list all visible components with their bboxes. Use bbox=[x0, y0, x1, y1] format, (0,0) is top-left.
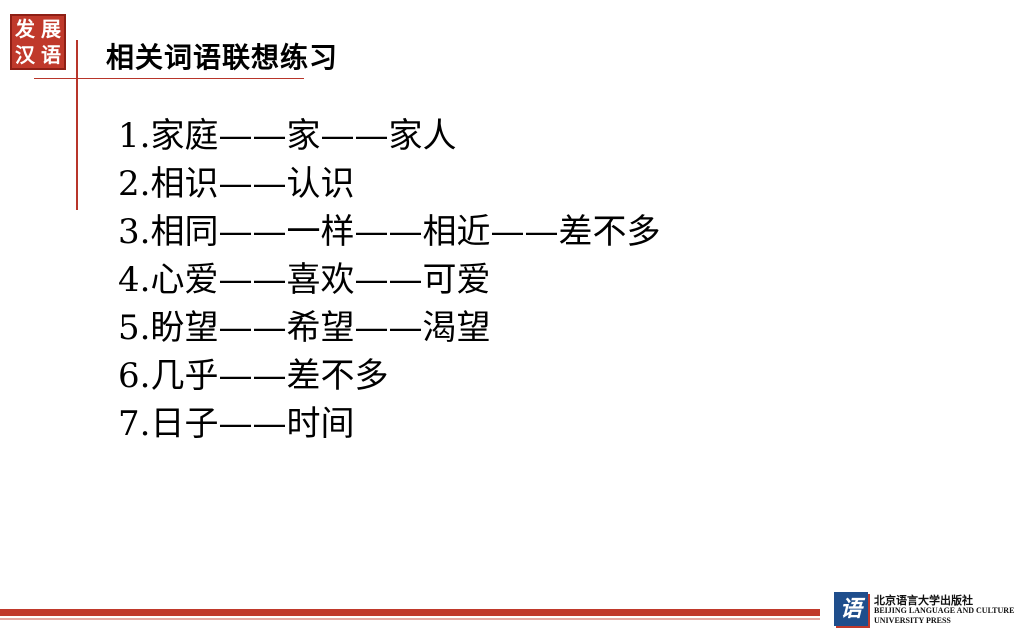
list-item: 5.盼望——希望——渴望 bbox=[118, 308, 491, 348]
logo-char: 展 bbox=[41, 17, 61, 41]
logo-char: 语 bbox=[41, 43, 61, 67]
list-item: 7.日子——时间 bbox=[118, 404, 355, 444]
list-item: 1.家庭——家——家人 bbox=[118, 116, 457, 156]
list-item: 6.几乎——差不多 bbox=[118, 356, 389, 396]
page-title: 相关词语联想练习 bbox=[106, 41, 339, 74]
logo-char: 发 bbox=[15, 17, 35, 41]
publisher-logo: 语 北京语言大学出版社 BEIJING LANGUAGE AND CULTURE… bbox=[834, 592, 1020, 634]
horizontal-divider bbox=[34, 78, 304, 79]
list-item: 3.相同——一样——相近——差不多 bbox=[118, 212, 661, 252]
publisher-name-en: BEIJING LANGUAGE AND CULTURE UNIVERSITY … bbox=[874, 606, 1015, 625]
publisher-icon: 语 bbox=[834, 592, 868, 626]
footer-bar-thin bbox=[0, 618, 820, 620]
list-item: 4.心爱——喜欢——可爱 bbox=[118, 260, 491, 300]
publisher-name-cn: 北京语言大学出版社 bbox=[874, 594, 973, 607]
word-association-list: 1.家庭——家——家人 2.相识——认识 3.相同——一样——相近——差不多 4… bbox=[118, 112, 660, 448]
brand-logo: 发 展 汉 语 bbox=[10, 14, 66, 70]
footer-bar bbox=[0, 609, 820, 616]
vertical-divider bbox=[76, 40, 78, 210]
list-item: 2.相识——认识 bbox=[118, 164, 355, 204]
logo-char: 汉 bbox=[15, 43, 35, 67]
